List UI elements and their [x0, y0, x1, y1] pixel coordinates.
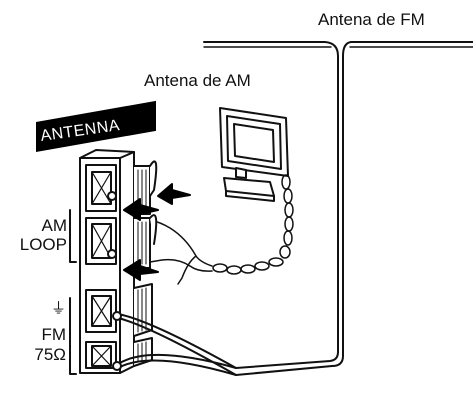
push-arrow-top [157, 183, 191, 205]
am-twisted-lead [149, 174, 294, 285]
am-loop-bracket [69, 209, 77, 263]
fm-label: FM [41, 325, 66, 344]
push-arrow-am2 [123, 259, 159, 281]
am-label: AM [41, 216, 68, 235]
loop-label: LOOP [19, 235, 67, 254]
fm-antenna-label: Antena de FM [318, 10, 425, 29]
push-arrow-am1 [123, 198, 159, 221]
fm-feeder [112, 311, 237, 376]
ground-icon: ⏚ [50, 300, 66, 317]
terminal-block [79, 149, 158, 374]
impedance-label: 75Ω [34, 345, 66, 364]
am-antenna-label: Antena de AM [144, 71, 251, 90]
fm-antenna-wire [203, 41, 473, 376]
antenna-panel-label: ANTENNA [36, 100, 156, 152]
fm-75ohm-terminal [85, 337, 153, 369]
fm-bracket [69, 297, 77, 375]
am-loop-antenna [219, 107, 289, 202]
